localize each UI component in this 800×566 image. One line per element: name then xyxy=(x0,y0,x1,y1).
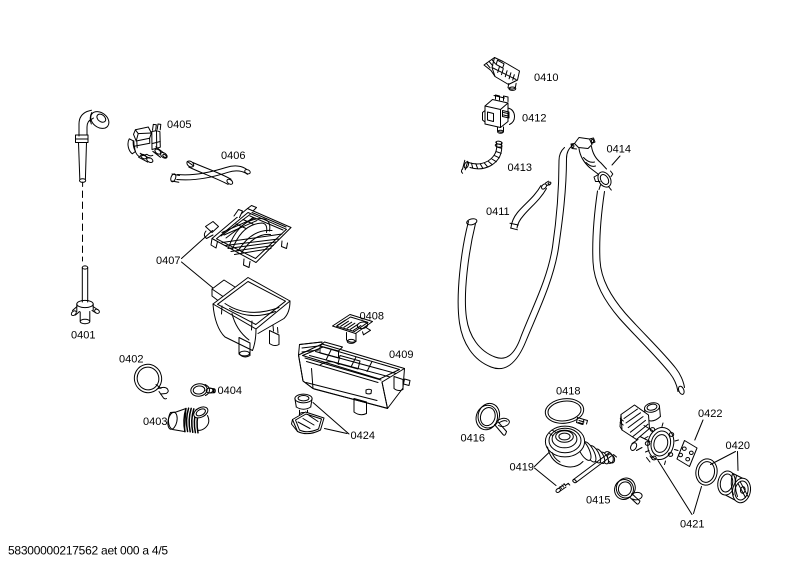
svg-text:0406: 0406 xyxy=(221,150,245,162)
svg-text:0403: 0403 xyxy=(143,416,167,428)
svg-text:0407: 0407 xyxy=(156,255,180,267)
svg-text:0415: 0415 xyxy=(586,495,610,507)
svg-text:0419: 0419 xyxy=(510,462,534,474)
svg-text:0409: 0409 xyxy=(389,349,413,361)
svg-text:0412: 0412 xyxy=(522,113,546,125)
svg-text:0416: 0416 xyxy=(461,433,485,445)
svg-text:0413: 0413 xyxy=(508,162,532,174)
svg-text:0402: 0402 xyxy=(119,354,143,366)
svg-text:0405: 0405 xyxy=(167,119,191,131)
svg-text:0418: 0418 xyxy=(556,386,580,398)
svg-text:0404: 0404 xyxy=(218,385,242,397)
svg-text:0424: 0424 xyxy=(351,430,375,442)
svg-text:0408: 0408 xyxy=(360,311,384,323)
svg-text:58300000217562 aet 000 a 4/5: 58300000217562 aet 000 a 4/5 xyxy=(8,544,168,558)
svg-text:0401: 0401 xyxy=(71,330,95,342)
svg-text:0411: 0411 xyxy=(486,206,510,218)
svg-text:0420: 0420 xyxy=(726,440,750,452)
svg-text:0422: 0422 xyxy=(698,408,722,420)
svg-text:0410: 0410 xyxy=(534,72,558,84)
svg-text:0414: 0414 xyxy=(607,144,631,156)
svg-text:0421: 0421 xyxy=(680,519,704,531)
